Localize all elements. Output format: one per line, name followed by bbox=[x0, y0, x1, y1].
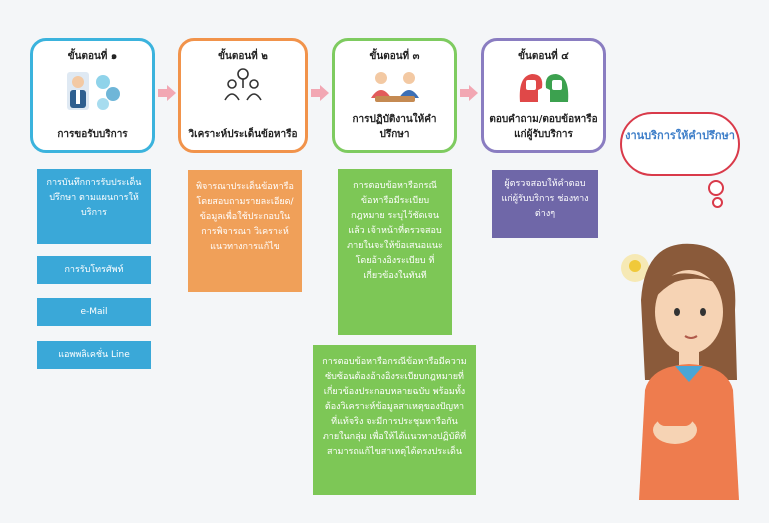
consultation-meeting-icon bbox=[370, 72, 419, 102]
step-3-card-simple: การตอบข้อหารือกรณีข้อหารือมีระเบียบกฎหมา… bbox=[338, 169, 452, 335]
question-answer-icon bbox=[519, 74, 568, 102]
step-1-box: ขั้นตอนที่ ๑ การขอรับบริการ bbox=[30, 38, 155, 153]
thought-dot bbox=[712, 197, 723, 208]
call-center-icon bbox=[66, 72, 120, 110]
step-2-title: วิเคราะห์ประเด็นข้อหารือ bbox=[188, 129, 298, 140]
arrow-right-icon bbox=[311, 85, 329, 101]
step-2-box: ขั้นตอนที่ ๒ วิเคราะห์ประเด็นข้อหารือ bbox=[178, 38, 308, 153]
step-1-card-phone: การรับโทรศัพท์ bbox=[37, 256, 151, 284]
woman-thinking-illustration bbox=[621, 243, 739, 500]
arrow-right-icon bbox=[460, 85, 478, 101]
step-1-card-email: e-Mail bbox=[37, 298, 151, 326]
step-1-number: ขั้นตอนที่ ๑ bbox=[67, 51, 118, 62]
step-3-box: ขั้นตอนที่ ๓ การปฏิบัติงานให้คำปรึกษา bbox=[332, 38, 457, 153]
consulting-service-bubble: งานบริการให้คำปรึกษา bbox=[620, 112, 740, 176]
step-1-card-line: แอพพลิเคชั่น Line bbox=[37, 341, 151, 369]
arrow-right-icon bbox=[158, 85, 176, 101]
step-3-card-complex: การตอบข้อหารือกรณีข้อหารือมีความซับซ้อนต… bbox=[313, 345, 476, 495]
step-2-number: ขั้นตอนที่ ๒ bbox=[218, 51, 268, 62]
step-1-card-record: การบันทึกการรับประเด็นปรึกษา ตามแผนการให… bbox=[37, 169, 151, 244]
step-2-card: พิจารณาประเด็นข้อหารือ โดยสอบถามรายละเอี… bbox=[188, 170, 302, 292]
step-4-number: ขั้นตอนที่ ๔ bbox=[518, 51, 569, 62]
step-4-box: ขั้นตอนที่ ๔ ตอบคำถาม/ตอบข้อหารือแก่ผู้ร… bbox=[481, 38, 606, 153]
step-4-card: ผู้ตรวจสอบให้คำตอบแก่ผู้รับบริการ ช่องทา… bbox=[492, 170, 598, 238]
step-3-title: การปฏิบัติงานให้คำปรึกษา bbox=[352, 114, 437, 140]
step-4-title: ตอบคำถาม/ตอบข้อหารือแก่ผู้รับบริการ bbox=[489, 114, 598, 140]
thought-dot bbox=[708, 180, 724, 196]
step-3-number: ขั้นตอนที่ ๓ bbox=[369, 51, 420, 62]
step-1-title: การขอรับบริการ bbox=[57, 129, 128, 140]
team-analysis-icon bbox=[224, 68, 262, 101]
